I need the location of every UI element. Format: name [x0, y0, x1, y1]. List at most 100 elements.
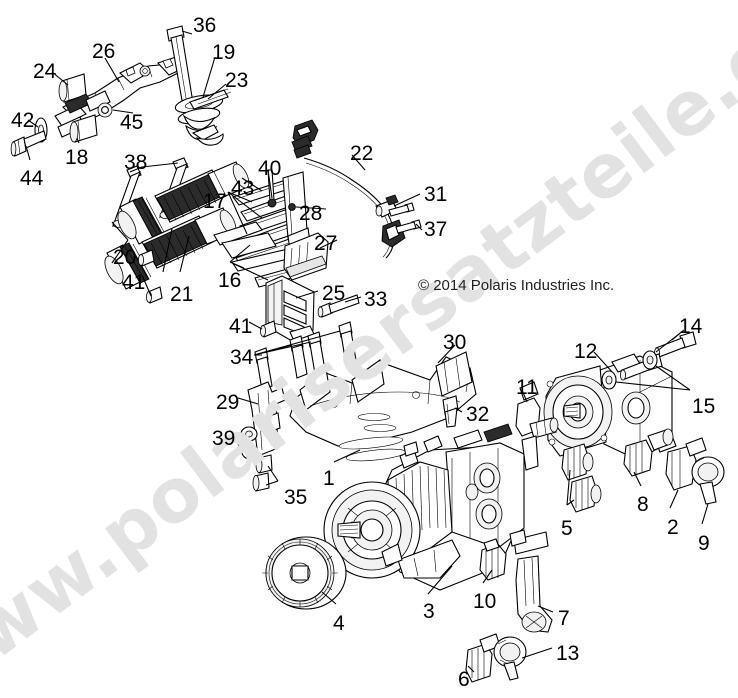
part-4-drive-gear: [262, 536, 347, 610]
lead-24: [51, 71, 69, 86]
callout-number-36[interactable]: 36: [193, 14, 217, 37]
lead-7: [537, 605, 554, 613]
lead-37: [415, 223, 423, 231]
callout-number-11[interactable]: 11: [516, 376, 538, 399]
callout-number-40[interactable]: 40: [258, 157, 282, 180]
callout-number-17[interactable]: 17: [203, 190, 227, 213]
lead-15: [615, 365, 691, 391]
lead-9: [701, 503, 709, 525]
callout-number-12[interactable]: 12: [574, 340, 598, 363]
lead-19: [202, 56, 216, 98]
lead-10: [482, 569, 493, 584]
callout-number-16[interactable]: 16: [218, 269, 242, 292]
callout-number-20[interactable]: 20: [113, 246, 137, 269]
part-30-mount-bracket: [289, 351, 477, 447]
lead-33: [344, 296, 362, 303]
lead-42: [27, 119, 39, 128]
part-15-washers: [601, 350, 658, 390]
lead-21: [162, 228, 190, 273]
callout-number-18[interactable]: 18: [65, 146, 89, 169]
callout-number-15[interactable]: 15: [692, 395, 716, 418]
lead-2: [669, 489, 679, 509]
callout-number-2[interactable]: 2: [667, 516, 679, 539]
part-7-tube: [509, 529, 553, 633]
part-10-fitting: [479, 538, 507, 581]
lead-39: [231, 432, 243, 452]
lead-25: [295, 290, 319, 299]
lead-8: [633, 471, 642, 487]
callout-number-9[interactable]: 9: [698, 532, 710, 555]
lead-4: [321, 591, 337, 605]
lead-23: [207, 83, 227, 100]
part-23-spring: [177, 88, 232, 146]
part-25-manifold: [265, 275, 315, 342]
callout-number-6[interactable]: 6: [458, 668, 470, 691]
lead-14: [655, 329, 685, 353]
callout-number-24[interactable]: 24: [33, 60, 57, 83]
lead-5: [566, 469, 575, 506]
part-22-harness: [291, 119, 406, 259]
callout-number-31[interactable]: 31: [424, 183, 448, 206]
callout-number-41b[interactable]: 41: [229, 315, 253, 338]
callout-number-10[interactable]: 10: [473, 590, 497, 613]
lead-26: [104, 57, 120, 83]
part-11-fitting: [515, 381, 559, 471]
part-18-bushing: [69, 114, 98, 143]
callout-number-33[interactable]: 33: [364, 288, 388, 311]
callout-number-4[interactable]: 4: [333, 612, 345, 635]
callout-number-34[interactable]: 34: [230, 346, 254, 369]
callout-number-32[interactable]: 32: [466, 403, 490, 426]
callout-number-23[interactable]: 23: [225, 69, 249, 92]
callout-number-14[interactable]: 14: [679, 315, 703, 338]
lead-35: [265, 465, 279, 486]
callout-number-7[interactable]: 7: [558, 607, 570, 630]
lead-6: [467, 665, 475, 673]
part-1-orings: [338, 436, 407, 462]
callout-number-38[interactable]: 38: [124, 151, 148, 174]
callout-number-35[interactable]: 35: [284, 486, 308, 509]
callout-number-42[interactable]: 42: [11, 109, 35, 132]
part-34-bolts: [254, 321, 357, 391]
lead-28: [295, 206, 327, 210]
lead-13: [521, 647, 553, 659]
callout-number-44[interactable]: 44: [20, 167, 44, 190]
lead-44: [25, 145, 31, 161]
callout-number-8[interactable]: 8: [637, 493, 649, 516]
callout-number-25[interactable]: 25: [322, 282, 346, 305]
part-27-cover: [283, 232, 329, 281]
lead-18: [76, 137, 80, 144]
lead-31: [393, 193, 421, 207]
callout-number-1[interactable]: 1: [323, 467, 335, 490]
callout-number-21[interactable]: 21: [170, 283, 194, 306]
callout-number-13[interactable]: 13: [556, 642, 580, 665]
callout-number-37[interactable]: 37: [424, 218, 448, 241]
callout-number-22[interactable]: 22: [350, 142, 374, 165]
callout-number-29[interactable]: 29: [216, 391, 240, 414]
callout-number-45[interactable]: 45: [120, 111, 144, 134]
callout-number-19[interactable]: 19: [212, 41, 236, 64]
part-12-pump: [543, 353, 677, 461]
lead-22: [351, 154, 366, 171]
lead-43: [241, 177, 263, 192]
lead-41-right: [248, 321, 263, 330]
part-2-fitting: [665, 437, 707, 491]
callout-number-39[interactable]: 39: [212, 427, 236, 450]
callout-number-30[interactable]: 30: [443, 331, 467, 354]
callout-number-41[interactable]: 41: [122, 271, 146, 294]
callout-number-3[interactable]: 3: [423, 600, 435, 623]
lead-12: [593, 351, 615, 375]
callout-number-5[interactable]: 5: [561, 517, 573, 540]
callout-number-27[interactable]: 27: [314, 232, 338, 255]
callout-number-43[interactable]: 43: [231, 177, 255, 200]
callout-number-28[interactable]: 28: [299, 202, 323, 225]
part-44-bolt: [10, 130, 47, 157]
lead-40: [267, 169, 273, 199]
part-35-bushings: [252, 454, 273, 492]
lead-30: [437, 344, 456, 364]
callout-number-26[interactable]: 26: [92, 40, 116, 63]
lead-34: [253, 330, 341, 356]
part-21-shock-upper: [117, 161, 250, 245]
